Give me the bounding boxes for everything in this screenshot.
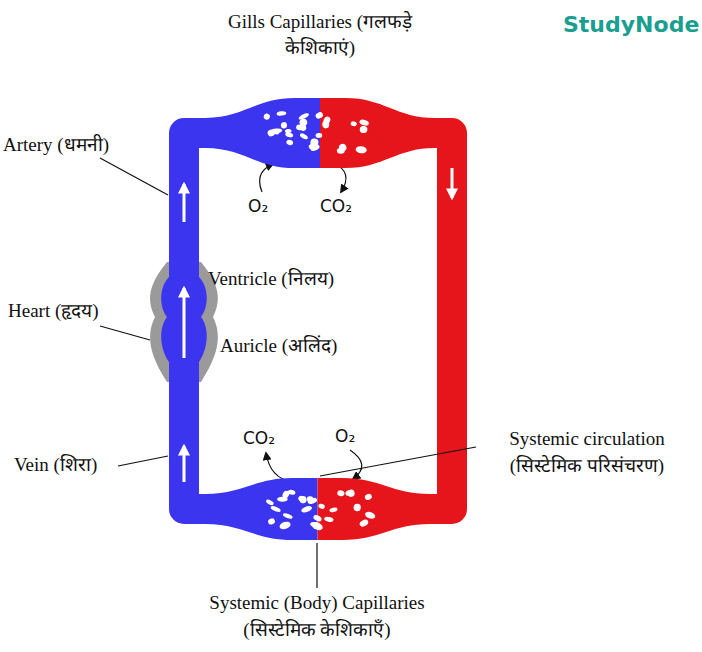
vessel-path bbox=[184, 133, 206, 263]
watermark: StudyNode bbox=[563, 12, 699, 38]
leader-line bbox=[100, 158, 168, 195]
flow-arrow bbox=[183, 446, 186, 482]
leader-line bbox=[316, 543, 317, 588]
part-label: Systemic circulation (सिस्टेमिक परिसंचरण… bbox=[478, 426, 696, 479]
gas-label: O₂ bbox=[248, 196, 268, 216]
leader-line bbox=[118, 456, 168, 466]
blood-vessel bbox=[184, 381, 206, 509]
gas-label: O₂ bbox=[335, 426, 355, 446]
part-label: Artery (धमनी) bbox=[3, 132, 109, 159]
gas-arrow bbox=[266, 453, 292, 482]
leader-line bbox=[100, 326, 150, 340]
flow-arrow bbox=[451, 168, 454, 198]
leader-line bbox=[320, 447, 476, 476]
part-label: Vein (शिरा) bbox=[14, 452, 97, 479]
node-label: Heart (हृदय) bbox=[8, 298, 99, 325]
gill-capillaries: Gills Capillaries (गलफड़े केशिकाएं) bbox=[205, 98, 435, 168]
node-label: Systemic (Body) Capillaries (सिस्टेमिक क… bbox=[182, 590, 452, 643]
gas-label: CO₂ bbox=[320, 196, 352, 216]
blood-vessel bbox=[184, 133, 206, 263]
gas-arrow bbox=[350, 450, 362, 479]
part-label: Auricle (अलिंद) bbox=[220, 333, 337, 360]
gas-label: CO₂ bbox=[243, 428, 275, 448]
flow-arrow bbox=[183, 184, 186, 222]
part-label: Ventricle (निलय) bbox=[208, 266, 334, 293]
vessel-path bbox=[184, 381, 206, 509]
capillary-bed-shape bbox=[205, 98, 435, 168]
node-label: Gills Capillaries (गलफड़े केशिकाएं) bbox=[220, 9, 420, 62]
capillary-bed-shape bbox=[205, 478, 430, 540]
systemic-capillaries: Systemic (Body) Capillaries (सिस्टेमिक क… bbox=[205, 478, 430, 540]
gas-arrow bbox=[260, 164, 273, 192]
